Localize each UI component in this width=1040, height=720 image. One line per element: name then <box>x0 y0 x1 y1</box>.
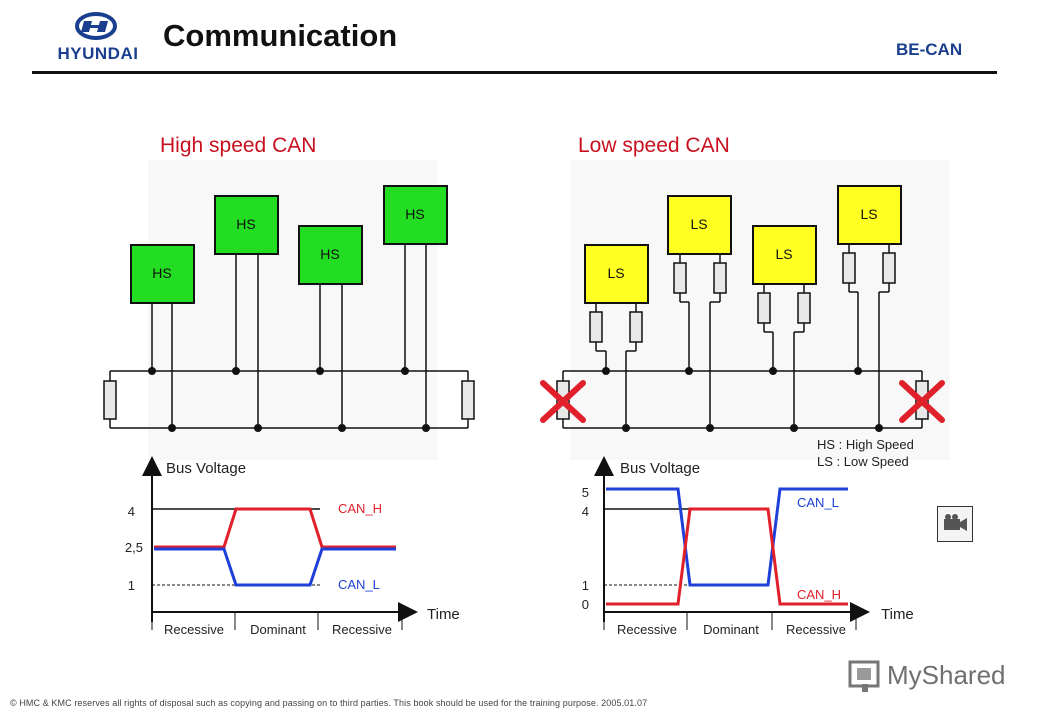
hs-node-4: HS <box>383 185 448 245</box>
ls-can-l-label: CAN_L <box>797 495 839 510</box>
ls-chart-ytick-5: 5 <box>582 485 589 500</box>
hs-phase-recessive-2: Recessive <box>332 622 392 637</box>
legend-hs: HS : High Speed <box>817 437 914 452</box>
ls-chart-ytick-1: 1 <box>582 578 589 593</box>
hs-node-1-label: HS <box>152 265 171 281</box>
ls-can-h-line <box>606 507 848 606</box>
video-camera-icon <box>944 514 967 531</box>
hs-chart-ytick-2-5: 2,5 <box>125 540 143 555</box>
ls-node-4: LS <box>837 185 902 428</box>
ls-can-l-line <box>606 487 848 587</box>
ls-no-termination-cross-right-icon <box>899 380 945 423</box>
hs-node-wires <box>151 244 427 428</box>
hs-node-3-label: HS <box>320 246 339 262</box>
logo-h-mark <box>81 21 108 32</box>
ls-node-1: LS <box>584 244 649 428</box>
ls-chart-xlabel: Time <box>881 606 914 623</box>
ls-chart-ytick-4: 4 <box>582 504 589 519</box>
ls-phase-recessive-1: Recessive <box>617 622 677 637</box>
hs-can-h-label: CAN_H <box>338 501 382 516</box>
watermark-icon <box>848 656 1008 696</box>
hs-voltage-chart: Bus Voltage Time 4 2,5 1 CAN_H CAN_L Rec… <box>125 456 460 637</box>
hs-can-h-line <box>154 507 396 549</box>
ls-node-3: LS <box>752 225 817 428</box>
watermark-text: MyShared <box>887 660 1006 690</box>
hs-chart-ylabel: Bus Voltage <box>166 460 246 477</box>
ls-node-2-label: LS <box>690 216 707 232</box>
ls-node-4-label: LS <box>860 206 877 222</box>
hs-chart-xlabel: Time <box>427 606 460 623</box>
header-divider <box>32 71 997 74</box>
page-title: Communication <box>163 18 398 53</box>
hs-node-1: HS <box>130 244 195 304</box>
ls-node-3-label: LS <box>775 246 792 262</box>
hs-termination-resistor-left <box>103 380 117 420</box>
hs-phase-recessive-1: Recessive <box>164 622 224 637</box>
ls-node-1-label: LS <box>607 265 624 281</box>
hs-chart-ytick-4: 4 <box>128 504 135 519</box>
hs-node-2: HS <box>214 195 279 255</box>
section-tag: BE-CAN <box>896 40 963 59</box>
hs-node-2-label: HS <box>236 216 255 232</box>
hs-phase-dominant: Dominant <box>250 622 306 637</box>
video-button[interactable] <box>937 506 973 542</box>
legend-ls: LS : Low Speed <box>817 454 909 469</box>
ls-no-termination-cross-left-icon <box>540 380 586 423</box>
ls-chart-ytick-0: 0 <box>582 597 589 612</box>
hs-can-l-line <box>154 547 396 587</box>
logo-wordmark: HYUNDAI <box>58 44 139 63</box>
ls-can-h-label: CAN_H <box>797 587 841 602</box>
ls-junctions <box>602 367 883 432</box>
hs-termination-resistor-right <box>461 380 475 420</box>
high-speed-heading: High speed CAN <box>160 134 317 157</box>
logo-ellipse <box>75 12 117 40</box>
ls-chart-ylabel: Bus Voltage <box>620 460 700 477</box>
ls-voltage-chart: Bus Voltage Time 5 4 1 0 CAN_L CAN_H Rec… <box>582 456 914 637</box>
hs-junctions <box>148 367 430 432</box>
hs-node-4-label: HS <box>405 206 424 222</box>
low-speed-heading: Low speed CAN <box>578 134 730 157</box>
hyundai-logo: HYUNDAI <box>48 12 148 68</box>
copyright-footer: © HMC & KMC reserves all rights of dispo… <box>10 698 648 708</box>
hs-node-3: HS <box>298 225 363 285</box>
ls-phase-recessive-2: Recessive <box>786 622 846 637</box>
ls-phase-dominant: Dominant <box>703 622 759 637</box>
hs-can-l-label: CAN_L <box>338 577 380 592</box>
ls-node-2: LS <box>667 195 732 428</box>
hs-chart-ytick-1: 1 <box>128 578 135 593</box>
